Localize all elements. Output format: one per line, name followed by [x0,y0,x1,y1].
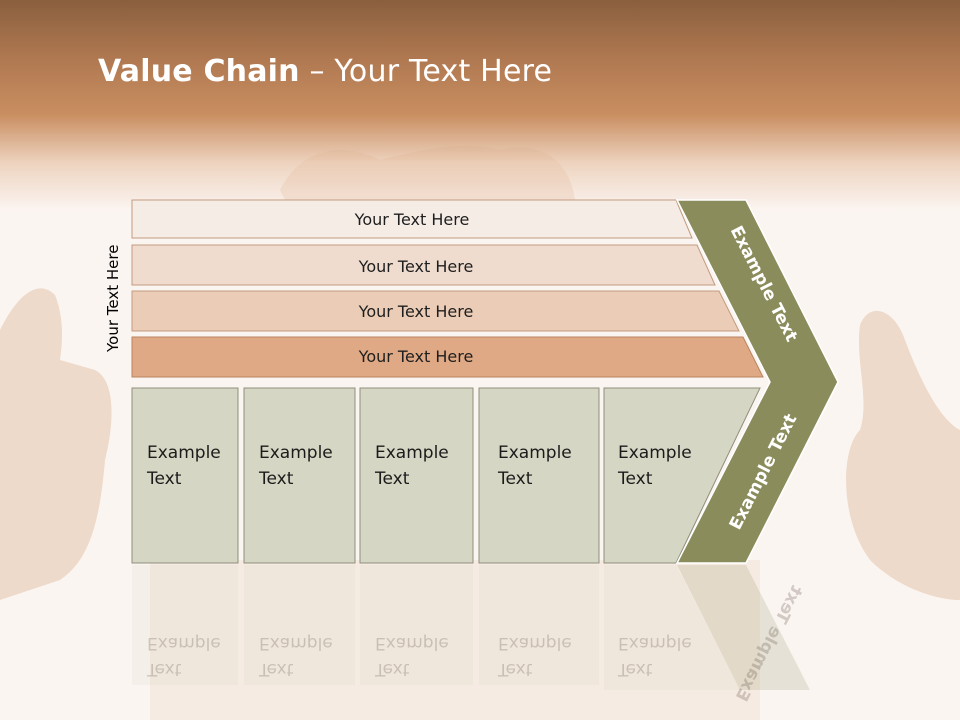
box-3-line2: Text [375,469,410,489]
box-2-shape [243,387,356,564]
box-1-text: Example Text [147,440,221,492]
box-3-line1: Example [375,443,449,463]
box-1-line2: Text [147,469,182,489]
chevron-shape [675,199,839,564]
bar-3-label: Your Text Here [358,301,474,321]
bar-1-label: Your Text Here [354,209,470,229]
title-rest: – Your Text Here [299,54,553,89]
bar-2: Your Text Here [132,247,700,285]
box-4-shape [478,387,600,564]
box-4-line1: Example [498,443,572,463]
bar-1-shape [131,199,693,239]
box-5-text: Example Text [618,440,692,492]
box-5-line1: Example [618,443,692,463]
box-5-shape [603,387,761,564]
bar-4-label: Your Text Here [358,346,474,366]
title-bold: Value Chain [98,54,300,89]
header-band [0,0,960,210]
box-2-line2: Text [259,469,294,489]
box-1-shape [131,387,239,564]
box-2-line1: Example [259,443,333,463]
bar-1: Your Text Here [132,200,692,238]
box-3-shape [359,387,474,564]
bar-4-shape [131,336,764,378]
box-3-text: Example Text [375,440,449,492]
box-2-text: Example Text [259,440,333,492]
bar-3: Your Text Here [132,292,700,330]
bar-2-shape [131,244,716,286]
bar-4: Your Text Here [132,337,700,375]
box-1-line1: Example [147,443,221,463]
bar-3-shape [131,290,740,332]
box-4-text: Example Text [498,440,572,492]
box-4-line2: Text [498,469,533,489]
bar-2-label: Your Text Here [358,256,474,276]
slide-title: Value Chain – Your Text Here [98,54,552,89]
box-5-line2: Text [618,469,653,489]
